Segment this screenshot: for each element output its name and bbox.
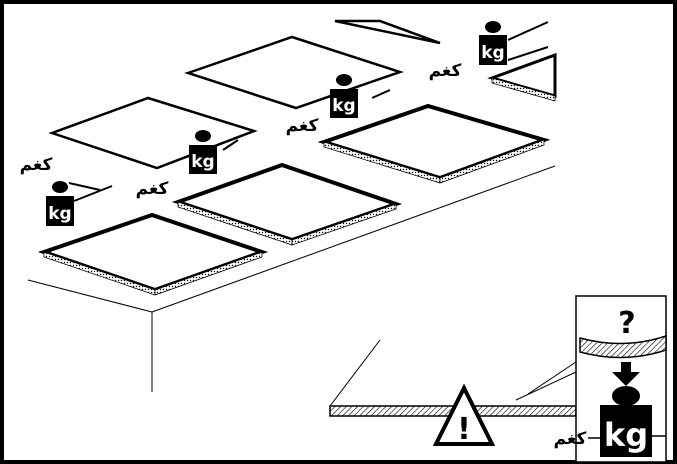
down-arrow-icon — [612, 362, 640, 386]
weight-icon: kg — [479, 21, 507, 65]
floor-tile — [171, 162, 403, 246]
weight-arabic-label: كغم — [136, 179, 169, 199]
weight-unit-label: kg — [191, 152, 214, 172]
weight-arabic-label: كغم — [286, 116, 319, 136]
weight-unit-label: kg — [48, 204, 71, 224]
weight-icon: kg — [189, 130, 217, 174]
weight-icon: kg — [600, 386, 652, 457]
zoom-detail-box: ? kg — [575, 295, 667, 463]
weight-icon: kg — [46, 181, 74, 226]
weight-icon: kg — [330, 74, 358, 118]
weight-unit-label: kg — [604, 416, 648, 454]
floor-tile — [317, 103, 551, 184]
beam-detail — [329, 339, 577, 417]
weight-unit-label: kg — [332, 96, 355, 116]
warning-triangle-icon: ! — [432, 383, 496, 447]
warning-symbol: ! — [457, 412, 471, 447]
floor-tiles — [37, 52, 557, 296]
floor-slab — [27, 165, 556, 392]
arabic-unit-label: كغم — [20, 155, 53, 175]
floor-tile — [37, 212, 269, 296]
weight-arabic-label: كغم — [429, 61, 462, 81]
floor-tile — [487, 52, 557, 102]
weight-unit-label: kg — [481, 43, 504, 63]
pointer-lines — [68, 21, 549, 202]
detail-arabic-label: كغم — [554, 429, 587, 449]
question-mark: ? — [618, 306, 635, 341]
